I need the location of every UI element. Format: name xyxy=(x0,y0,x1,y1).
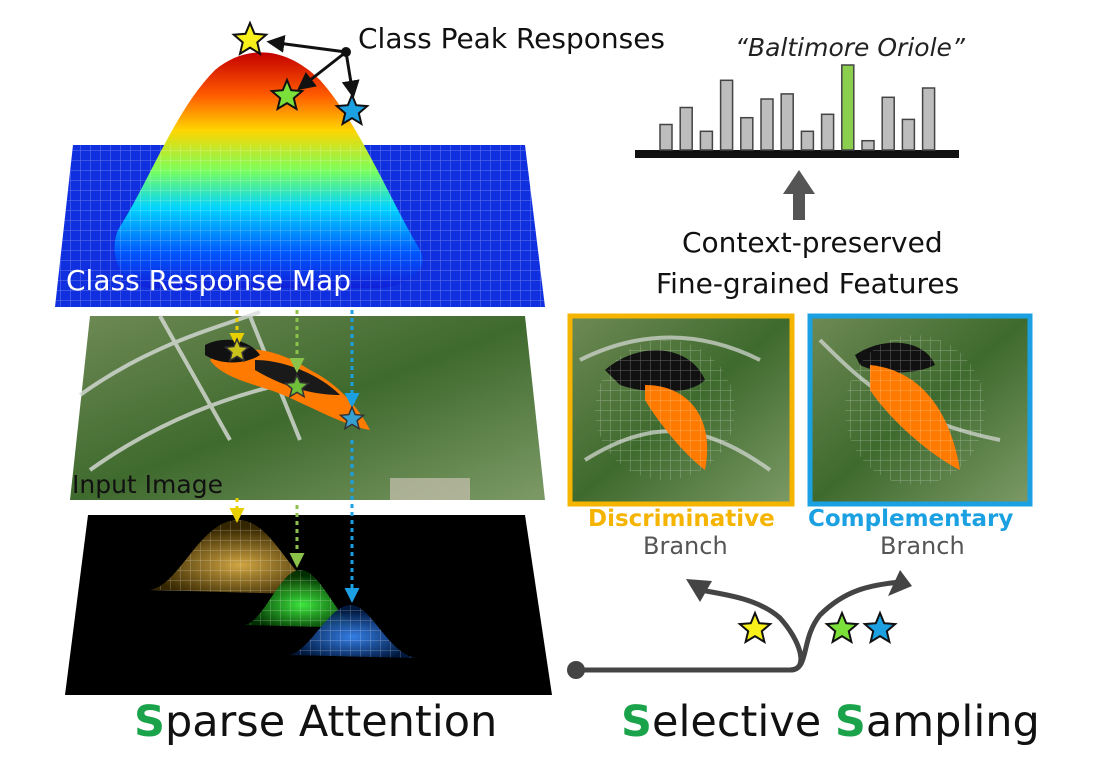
bar xyxy=(820,113,835,151)
sparse-initial: S xyxy=(134,697,165,747)
peak-connector xyxy=(266,34,360,99)
complementary-branch-label: Branch xyxy=(880,532,965,560)
star-yellow-small-icon xyxy=(223,337,251,363)
complementary-image-border xyxy=(807,313,1033,507)
bar-chart-title: “Baltimore Oriole” xyxy=(735,33,965,62)
bar xyxy=(659,123,673,151)
selective-rest: elective xyxy=(651,697,835,747)
star-green-icon xyxy=(269,77,305,112)
star-green-small-icon xyxy=(283,373,311,399)
input-image-background xyxy=(70,316,545,500)
discriminative-image-border xyxy=(567,313,795,507)
projection-arrows xyxy=(229,310,360,603)
selective-initial: S xyxy=(621,697,652,747)
sampling-initial: S xyxy=(834,697,866,747)
branch-star-blue-icon xyxy=(862,610,898,645)
star-blue-icon xyxy=(334,92,370,127)
class-peak-responses-label: Class Peak Responses xyxy=(358,22,666,55)
attention-peak-mesh xyxy=(150,520,415,658)
branch-star-green-icon xyxy=(824,610,860,645)
bar xyxy=(861,139,875,151)
bar xyxy=(740,116,754,151)
star-yellow-icon xyxy=(231,20,269,56)
discriminative-branch-image xyxy=(567,313,795,507)
bar xyxy=(760,98,774,151)
stars xyxy=(223,20,898,645)
class-score-bar-chart xyxy=(635,64,959,158)
bar xyxy=(921,87,936,151)
connector-arrow-yellow xyxy=(266,34,347,54)
input-image xyxy=(70,310,545,500)
response-map-mesh xyxy=(55,145,545,307)
bar-highlight xyxy=(841,64,855,151)
sampling-rest: ampling xyxy=(865,697,1040,747)
input-image-label: Input Image xyxy=(72,470,223,499)
discriminative-branch-label: Branch xyxy=(643,532,728,560)
complementary-branch-path xyxy=(789,579,901,673)
discriminative-image-warp-grid xyxy=(595,340,735,480)
bar xyxy=(780,93,794,151)
star-blue-small-icon xyxy=(338,405,366,431)
connector-arrow-blue xyxy=(341,51,360,99)
features-to-scores-arrow xyxy=(783,170,815,220)
class-response-map xyxy=(55,52,545,307)
bar xyxy=(679,106,693,151)
sparse-rest: parse Attention xyxy=(164,697,498,747)
fine-grained-features-label: Fine-grained Features xyxy=(656,267,960,300)
discriminative-branch-path xyxy=(576,587,804,673)
class-response-map-label: Class Response Map xyxy=(66,264,352,297)
input-image-bottom-object xyxy=(390,478,470,500)
bar xyxy=(699,130,714,151)
connector-arrow-green xyxy=(297,50,347,91)
discriminative-branch-arrowhead xyxy=(686,579,712,602)
complementary-branch-image xyxy=(807,313,1033,507)
branch-star-yellow-icon xyxy=(737,610,773,645)
complementary-branch-arrowhead xyxy=(888,570,912,596)
context-preserved-label: Context-preserved xyxy=(682,226,943,259)
input-image-wire xyxy=(78,310,302,472)
input-image-bird-body xyxy=(210,349,370,430)
bar xyxy=(800,130,815,151)
bar xyxy=(881,96,895,151)
complementary-label: Complementary xyxy=(808,506,1014,532)
selective-sampling-path xyxy=(567,570,912,679)
bar xyxy=(901,118,916,151)
sparse-attention-title: Sparse Attention xyxy=(134,697,497,747)
complementary-image-warp-grid xyxy=(845,335,985,485)
sparse-attention-map xyxy=(65,515,552,695)
discriminative-label: Discriminative xyxy=(588,506,775,532)
bar xyxy=(719,79,734,151)
selective-sampling-title: Selective Sampling xyxy=(621,697,1040,747)
bar-chart-baseline xyxy=(635,150,959,158)
